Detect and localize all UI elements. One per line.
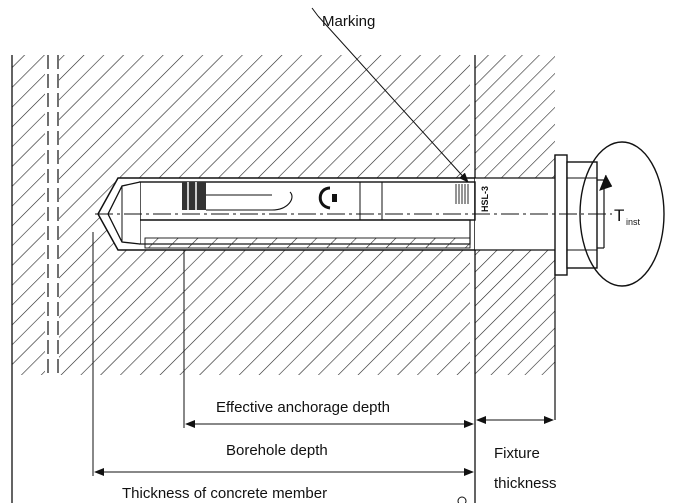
marking-callout [311,7,469,183]
fixture-thickness-label-line1: Fixture [494,445,540,462]
scale-marks [455,184,469,204]
effective-anchorage-depth-label: Effective anchorage depth [216,399,390,416]
torque-symbol: T [614,206,624,225]
marking-label: Marking [322,13,375,30]
anchor-marking-text: HSL-3 [480,186,490,212]
fixture-thickness-label-line2: thickness [494,475,557,492]
concrete-member [11,55,470,503]
dimension-extension-lines [92,232,185,476]
bottom-marker [457,496,467,503]
fixture-plate [474,55,556,503]
anchor-bolt: HSL-3 [107,181,490,249]
torque-subscript: inst [626,217,641,227]
borehole-depth-label: Borehole depth [226,442,328,459]
torque-indicator [579,141,665,287]
concrete-thickness-label: Thickness of concrete member [122,485,327,502]
washer-and-nut [554,154,605,276]
